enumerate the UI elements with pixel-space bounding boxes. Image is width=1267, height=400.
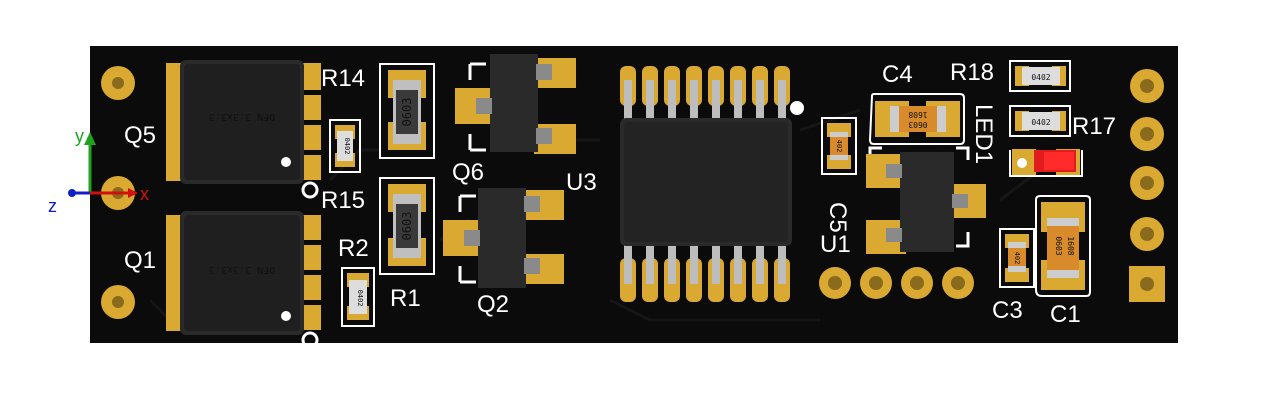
c4-capacitor: 1608 0603 bbox=[868, 93, 965, 145]
axis-label-z: z bbox=[48, 196, 57, 216]
u3-bottom-pins bbox=[620, 240, 790, 302]
label-r17: R17 bbox=[1072, 113, 1116, 140]
label-r2: R2 bbox=[338, 235, 369, 262]
header-pads-right bbox=[1129, 69, 1165, 302]
q5-marking: DFN 3.3x3.3 bbox=[209, 111, 275, 122]
label-q5: Q5 bbox=[124, 122, 156, 149]
label-c3: C3 bbox=[992, 297, 1023, 324]
label-q2: Q2 bbox=[477, 291, 509, 318]
label-r14: R14 bbox=[321, 65, 365, 92]
header-pads-bottom bbox=[819, 267, 974, 299]
r1-resistor: 0603 bbox=[379, 177, 435, 275]
svg-text:0603: 0603 bbox=[400, 212, 414, 241]
label-c5: C5 bbox=[824, 202, 851, 233]
svg-text:1608: 1608 bbox=[908, 110, 927, 119]
label-q1: Q1 bbox=[124, 247, 156, 274]
via-ring bbox=[301, 331, 319, 349]
q5-mosfet: DFN 3.3x3.3 bbox=[166, 60, 321, 184]
label-u3: U3 bbox=[566, 169, 597, 196]
svg-text:402: 402 bbox=[835, 140, 843, 153]
axis-label-y: y bbox=[75, 126, 84, 146]
c3-capacitor: 402 bbox=[999, 228, 1035, 288]
q1-marking: DFN 3.3x3.3 bbox=[209, 264, 275, 275]
svg-text:0603: 0603 bbox=[1054, 236, 1063, 255]
q6-sot23 bbox=[455, 54, 576, 154]
r2-small-resistor: 0402 bbox=[341, 267, 375, 327]
pin1-marker bbox=[790, 101, 804, 115]
led1 bbox=[1009, 149, 1083, 177]
svg-text:0402: 0402 bbox=[343, 138, 351, 155]
svg-text:0402: 0402 bbox=[356, 290, 364, 307]
axis-label-x: x bbox=[140, 184, 149, 204]
svg-text:0603: 0603 bbox=[400, 98, 414, 127]
q1-mosfet: DFN 3.3x3.3 bbox=[166, 211, 321, 335]
svg-text:1608: 1608 bbox=[1066, 236, 1075, 255]
label-c1: C1 bbox=[1050, 301, 1081, 328]
label-led1: LED1 bbox=[970, 104, 997, 164]
r18-resistor: 0402 bbox=[1009, 60, 1071, 92]
label-u1: U1 bbox=[820, 231, 851, 258]
label-r18: R18 bbox=[950, 59, 994, 86]
label-r1: R1 bbox=[390, 285, 421, 312]
via-ring bbox=[301, 181, 319, 199]
u1-sot23 bbox=[866, 146, 986, 254]
r15-small-resistor: 0402 bbox=[329, 119, 361, 173]
r14-resistor: 0603 bbox=[379, 63, 435, 159]
label-c4: C4 bbox=[882, 61, 913, 88]
q2-sot23 bbox=[443, 188, 564, 288]
label-r15: R15 bbox=[321, 187, 365, 214]
label-q6: Q6 bbox=[452, 159, 484, 186]
svg-text:0402: 0402 bbox=[1031, 118, 1050, 127]
svg-text:0402: 0402 bbox=[1031, 73, 1050, 82]
axis-gizmo bbox=[68, 132, 138, 198]
c1-capacitor: 1608 0603 bbox=[1035, 195, 1091, 297]
svg-text:402: 402 bbox=[1013, 252, 1021, 265]
c5-capacitor: 402 bbox=[821, 117, 857, 175]
u3-top-pins bbox=[620, 66, 790, 120]
r17-resistor: 0402 bbox=[1009, 105, 1071, 137]
u3-ic bbox=[620, 66, 804, 302]
svg-text:0603: 0603 bbox=[908, 120, 927, 129]
